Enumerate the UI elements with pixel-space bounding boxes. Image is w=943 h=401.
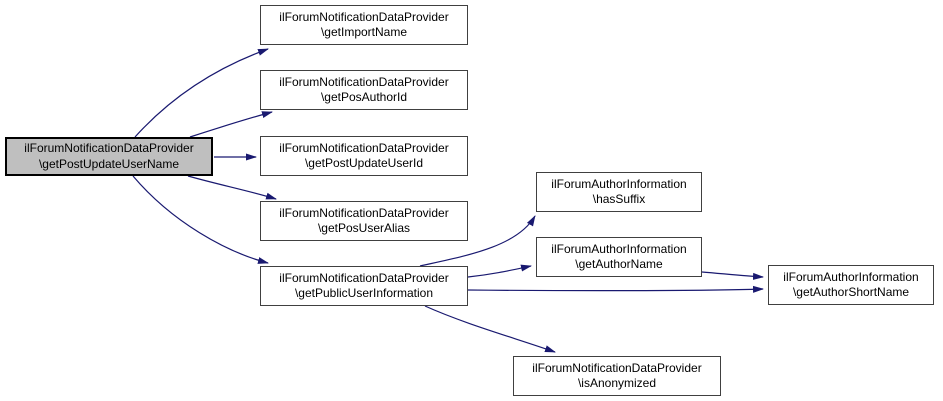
node-class-label: ilForumNotificationDataProvider [279, 270, 449, 285]
node-class-label: ilForumAuthorInformation [551, 241, 687, 256]
node-method-label: \getPublicUserInformation [294, 286, 434, 300]
node-method-label: \getPosUserAlias [317, 221, 411, 235]
node-get-author-short-name[interactable]: ilForumAuthorInformation \getAuthorShort… [768, 265, 934, 305]
edge-getPostUpdateUserName-to-getPublicUserInformation [132, 175, 269, 264]
node-class-label: ilForumNotificationDataProvider [279, 140, 449, 155]
node-class-label: ilForumNotificationDataProvider [279, 74, 449, 89]
node-class-label: ilForumNotificationDataProvider [532, 360, 702, 375]
node-class-label: ilForumAuthorInformation [783, 269, 919, 284]
node-method-label: \getAuthorName [575, 257, 663, 271]
edge-getPostUpdateUserName-to-getImportName [134, 48, 269, 138]
node-get-import-name[interactable]: ilForumNotificationDataProvider \getImpo… [260, 5, 468, 45]
edge-getPublicUserInformation-to-getAuthorShortName [467, 285, 764, 293]
node-class-label: ilForumNotificationDataProvider [24, 141, 194, 155]
node-has-suffix[interactable]: ilForumAuthorInformation \hasSuffix [536, 172, 702, 212]
node-method-label: \getAuthorShortName [792, 285, 910, 299]
node-class-label: ilForumNotificationDataProvider [279, 9, 449, 24]
edge-getAuthorName-to-getAuthorShortName [701, 271, 764, 280]
edge-getPublicUserInformation-to-hasSuffix [419, 215, 536, 267]
node-get-post-update-user-name: ilForumNotificationDataProvider \getPost… [5, 137, 213, 176]
node-get-pos-user-alias[interactable]: ilForumNotificationDataProvider \getPosU… [260, 201, 468, 241]
edge-getPublicUserInformation-to-getAuthorName [467, 264, 532, 278]
node-method-label: \getPostUpdateUserId [304, 156, 424, 170]
node-method-label: \getPosAuthorId [320, 90, 408, 104]
node-is-anonymized[interactable]: ilForumNotificationDataProvider \isAnony… [513, 356, 721, 396]
node-method-label: \getImportName [320, 25, 408, 39]
node-get-pos-author-id[interactable]: ilForumNotificationDataProvider \getPosA… [260, 70, 468, 110]
edge-getPublicUserInformation-to-isAnonymized [424, 305, 556, 353]
node-method-label: \hasSuffix [592, 192, 646, 206]
edge-getPostUpdateUserName-to-getPosAuthorId [189, 111, 273, 138]
node-get-public-user-information[interactable]: ilForumNotificationDataProvider \getPubl… [260, 266, 468, 306]
node-class-label: ilForumAuthorInformation [551, 176, 687, 191]
edge-getPostUpdateUserName-to-getPosUserAlias [187, 175, 277, 200]
node-get-post-update-user-id[interactable]: ilForumNotificationDataProvider \getPost… [260, 136, 468, 176]
node-method-label: \isAnonymized [577, 376, 657, 390]
node-get-author-name[interactable]: ilForumAuthorInformation \getAuthorName [536, 237, 702, 277]
node-method-label: \getPostUpdateUserName [38, 156, 180, 171]
node-class-label: ilForumNotificationDataProvider [279, 205, 449, 220]
